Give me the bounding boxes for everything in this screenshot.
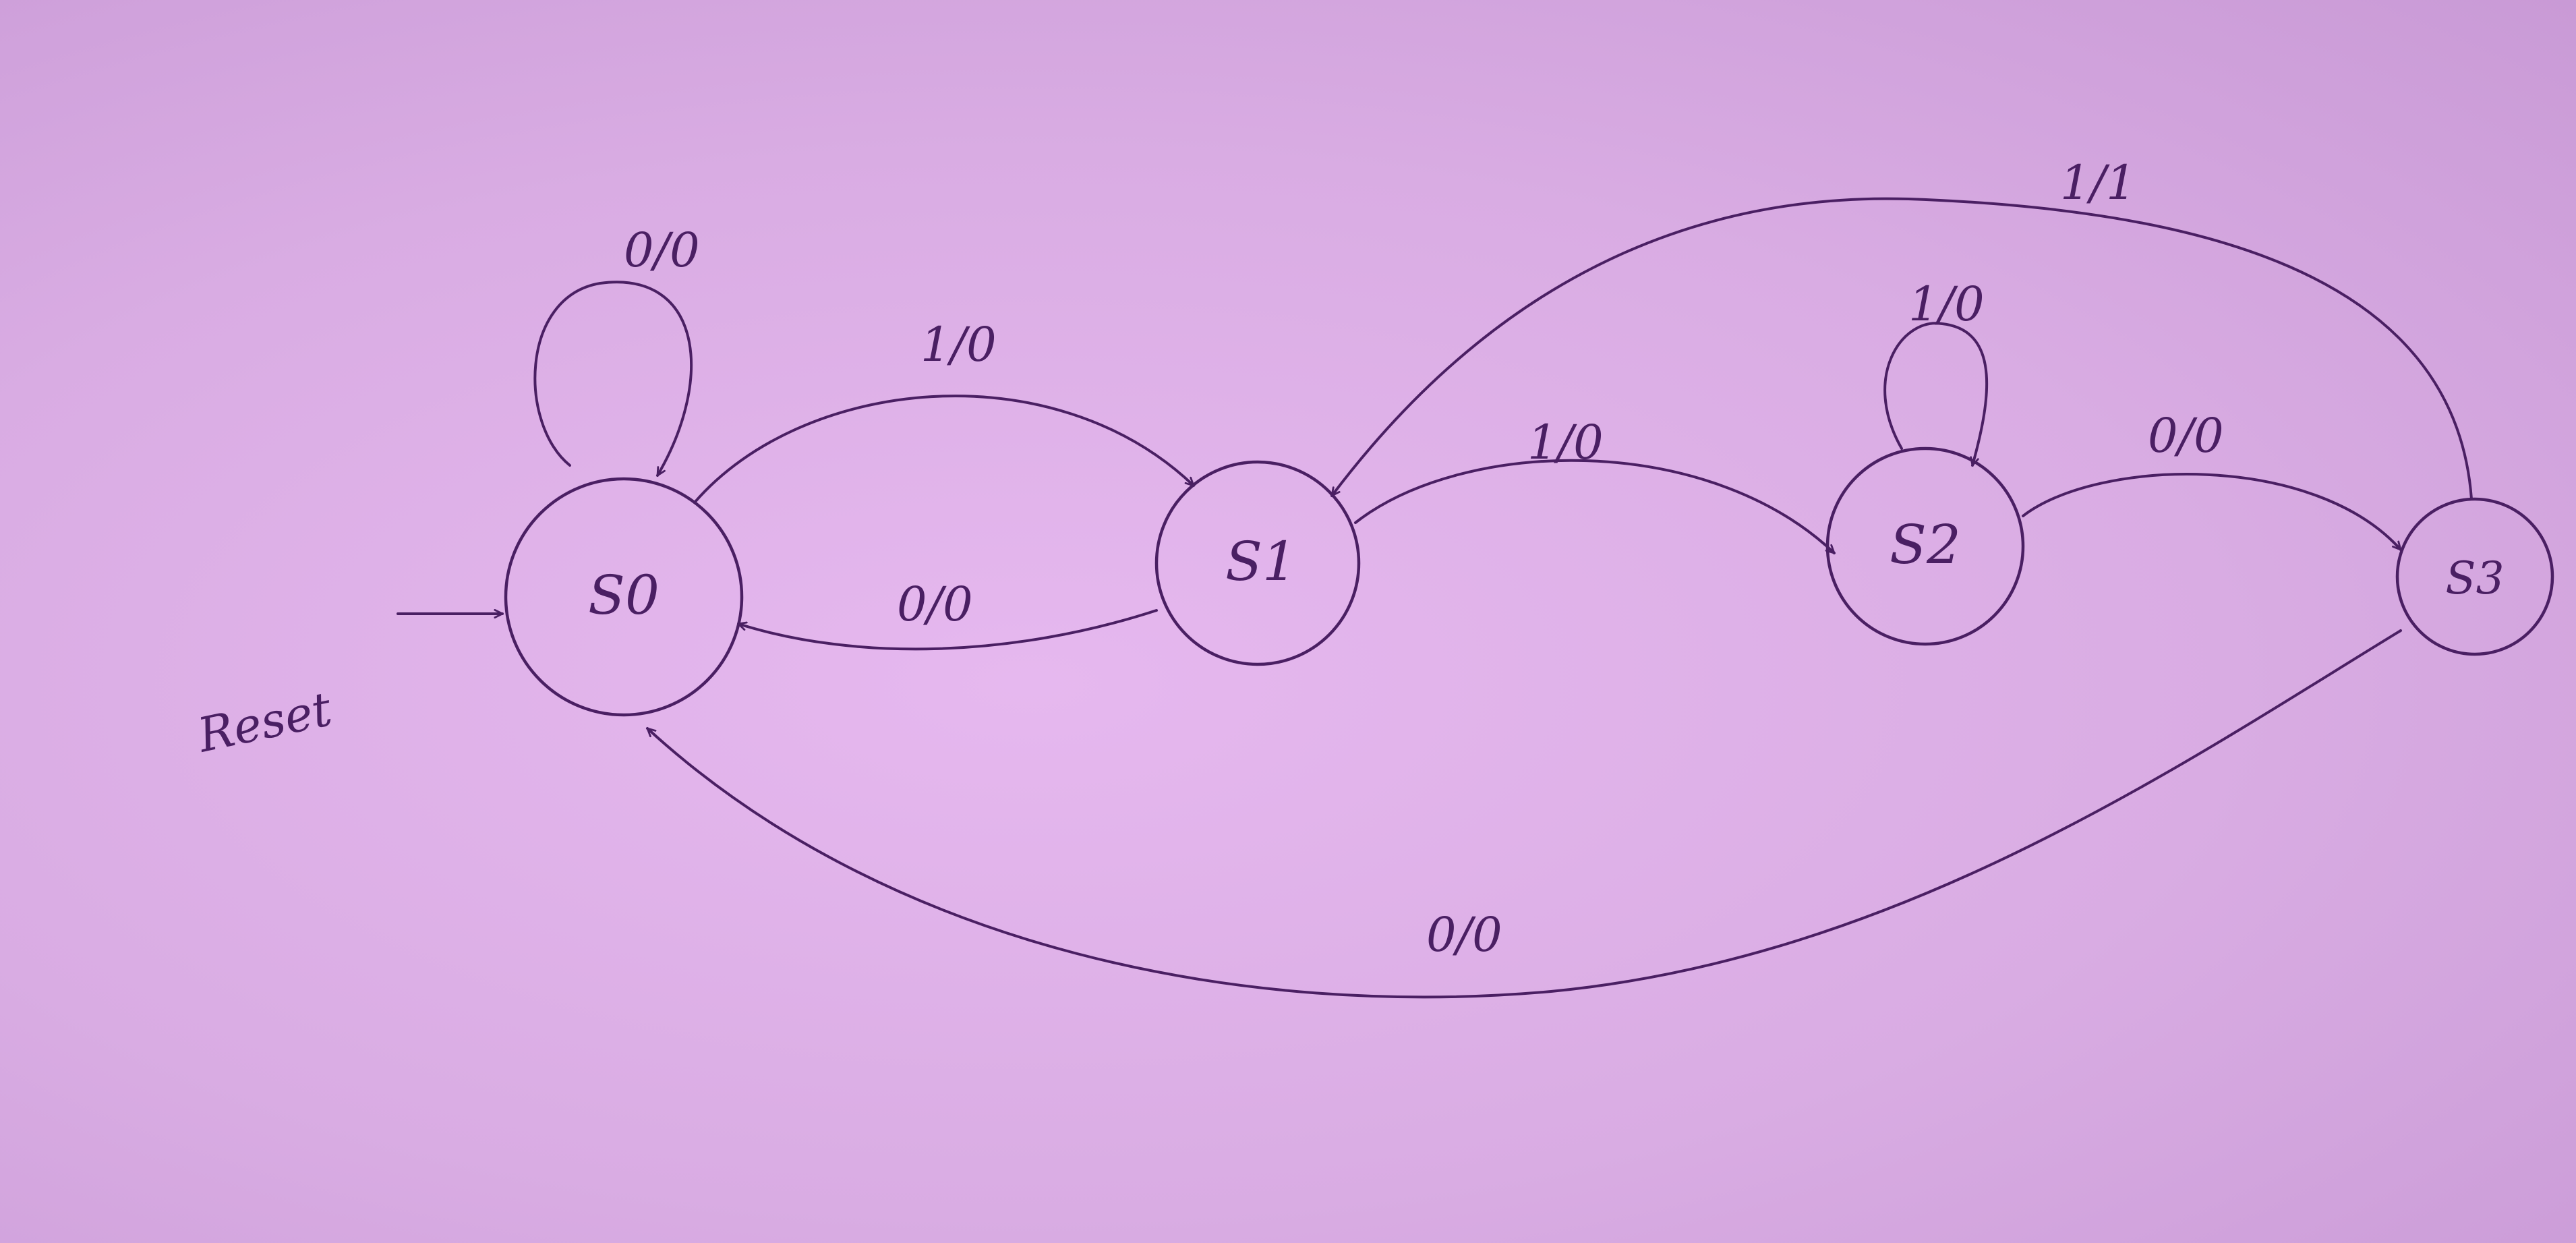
state-s2-label: S2: [1890, 513, 1961, 576]
reset-label: Reset: [192, 681, 337, 763]
transition-s1-s0-label: 0/0: [897, 577, 973, 632]
transition-s0-s0-label: 0/0: [624, 223, 700, 278]
transition-s0-s1-label: 1/0: [920, 317, 997, 372]
state-s3-label: S3: [2445, 552, 2504, 604]
state-s0-label: S0: [588, 564, 660, 627]
state-s0-circle: [504, 477, 744, 717]
transition-s3-s1-label: 1/1: [2060, 155, 2136, 210]
transition-s2-s2-label: 1/0: [1908, 277, 1985, 332]
transition-s2-s2: [1883, 322, 1989, 465]
transition-s1-s0: [738, 609, 1158, 651]
transition-s0-s0: [533, 281, 693, 475]
transition-s2-s3-label: 0/0: [2148, 408, 2224, 463]
transition-s3-s0-label: 0/0: [1426, 907, 1502, 962]
state-s1-label: S1: [1225, 530, 1297, 593]
state-s3-circle: [2395, 497, 2554, 656]
transition-s3-s0: [647, 629, 2402, 999]
transition-s1-s2-label: 1/0: [1527, 415, 1604, 470]
transition-s0-s1: [693, 395, 1194, 504]
state-s1-circle: [1154, 460, 1361, 666]
transition-s1-s2: [1354, 459, 1834, 553]
transition-s2-s3: [2022, 473, 2401, 550]
transition-s3-s1: [1330, 197, 2473, 500]
